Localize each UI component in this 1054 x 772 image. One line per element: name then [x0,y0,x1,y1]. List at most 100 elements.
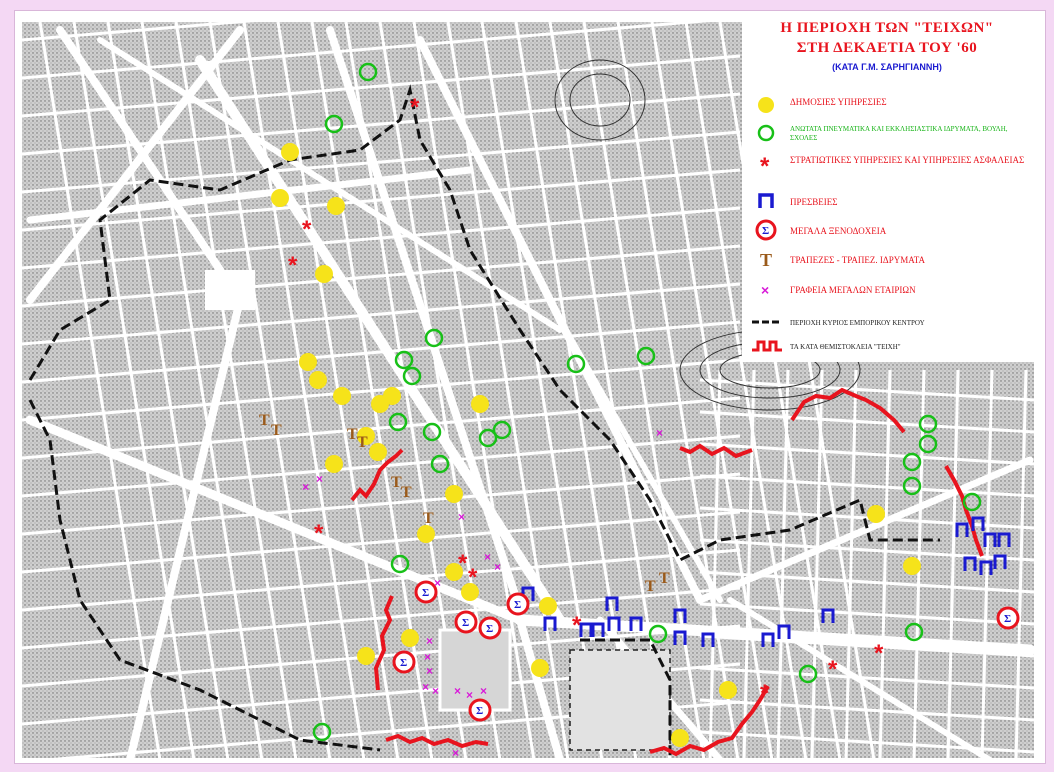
national-garden [569,649,671,751]
embassy-marker [591,622,605,637]
public-service-marker [461,583,479,601]
street [699,602,1034,626]
street [22,358,741,422]
yellow-dot-icon [758,97,774,113]
magenta-x-icon: × [761,282,769,298]
street [699,442,1034,466]
street [699,634,1034,658]
omonia-square [205,270,255,310]
public-service-marker [309,371,327,389]
street [22,206,741,270]
street [140,22,264,758]
company-office-marker: × [452,746,459,760]
street [810,369,824,758]
street [844,369,858,758]
military-marker: * [874,640,884,667]
public-service-marker [867,505,885,523]
public-service-marker [539,597,557,615]
legend-label: ΤΡΑΠΕΖΕΣ - ΤΡΑΠΕΖ. ΙΔΡΥΜΑΤΑ [790,255,926,265]
street [946,369,960,758]
street [699,378,1034,402]
public-service-marker [383,387,401,405]
public-service-marker [445,485,463,503]
street [22,54,741,118]
legend-label: ΔΗΜΟΣΙΕΣ ΥΠΗΡΕΣΙΕΣ [790,97,887,107]
street [22,92,741,156]
military-markers: ********** [288,94,884,707]
street [72,22,196,758]
hotel-marker: Σ [996,606,1020,630]
institution-marker [390,554,410,574]
embassy-marker [993,554,1007,569]
street [650,22,774,758]
public-service-marker [333,387,351,405]
street [174,22,298,758]
green-ring-icon [757,124,775,142]
street [22,320,741,384]
commercial-centre-boundary-east [580,638,672,758]
public-service-marker [327,197,345,215]
street [708,369,722,758]
street [22,282,741,346]
company-office-marker: × [316,472,323,486]
public-service-marker [445,563,463,581]
legend-label: ΓΡΑΦΕΙΑ ΜΕΓΑΛΩΝ ΕΤΑΙΡΙΩΝ [790,285,916,295]
street [22,22,256,42]
legend-label: ΣΤΡΑΤΙΩΤΙΚΕΣ ΥΠΗΡΕΣΙΕΣ ΚΑΙ ΥΠΗΡΕΣΙΕΣ ΑΣΦ… [790,155,1025,165]
military-marker: * [572,612,582,639]
embassy-marker [543,616,557,631]
legend-item-companies: × ΓΡΑΦΕΙΑ ΜΕΓΑΛΩΝ ΕΤΑΙΡΙΩΝ [752,278,1037,302]
street [208,22,332,758]
bank-marker: T [391,474,402,491]
street [446,22,570,758]
svg-text:Σ: Σ [462,617,469,629]
institution-marker [394,350,414,370]
institution-marker [430,454,450,474]
embassy-marker [605,596,619,611]
public-services-markers [271,143,921,747]
street [699,570,1034,594]
embassy-marker [979,560,993,575]
embassy-marker [821,608,835,623]
institution-marker [902,476,922,496]
embassy-marker [955,522,969,537]
institution-marker [566,354,586,374]
institution-marker [636,346,656,366]
public-service-marker [671,729,689,747]
street [22,472,741,536]
embassy-marker [983,532,997,547]
street [684,22,808,758]
military-marker: * [288,252,298,279]
street [242,22,366,758]
military-marker: * [410,94,420,121]
institution-marker [918,414,938,434]
legend-item-institutions: ΑΝΩΤΑΤΑ ΠΝΕΥΜΑΤΙΚΑ ΚΑΙ ΕΚΚΛΗΣΙΑΣΤΙΚΑ ΙΔΡ… [752,122,1037,146]
street [1014,369,1028,758]
embassy-marker [761,632,775,647]
street [699,474,1034,498]
svg-text:Σ: Σ [514,599,521,611]
legend-item-banks: T ΤΡΑΠΕΖΕΣ - ΤΡΑΠΕΖ. ΙΔΡΥΜΑΤΑ [752,248,1037,272]
embassy-marker [963,556,977,571]
public-service-marker [315,265,333,283]
company-office-marker: × [494,560,501,574]
public-service-marker [719,681,737,699]
public-service-marker [325,455,343,473]
public-service-marker [401,629,419,647]
svg-text:Σ: Σ [476,705,483,717]
company-office-marker: × [432,684,439,698]
company-office-marker: × [466,688,473,702]
map-source: (ΚΑΤΑ Γ.Μ. ΣΑΡΗΓΙΑΝΝΗ) [832,62,942,72]
hotel-marker: Σ [478,616,502,640]
syntagma-square [438,628,512,712]
embassy-marker [971,516,985,531]
street [22,244,741,308]
street [22,396,741,460]
public-service-marker [471,395,489,413]
public-service-marker [417,525,435,543]
street [22,22,711,80]
embassy-marker [579,622,593,637]
public-service-marker [299,353,317,371]
map-title-line-2: ΣΤΗ ΔΕΚΑΕΤΙΑ ΤΟΥ '60 [796,40,978,56]
street [699,410,1034,434]
